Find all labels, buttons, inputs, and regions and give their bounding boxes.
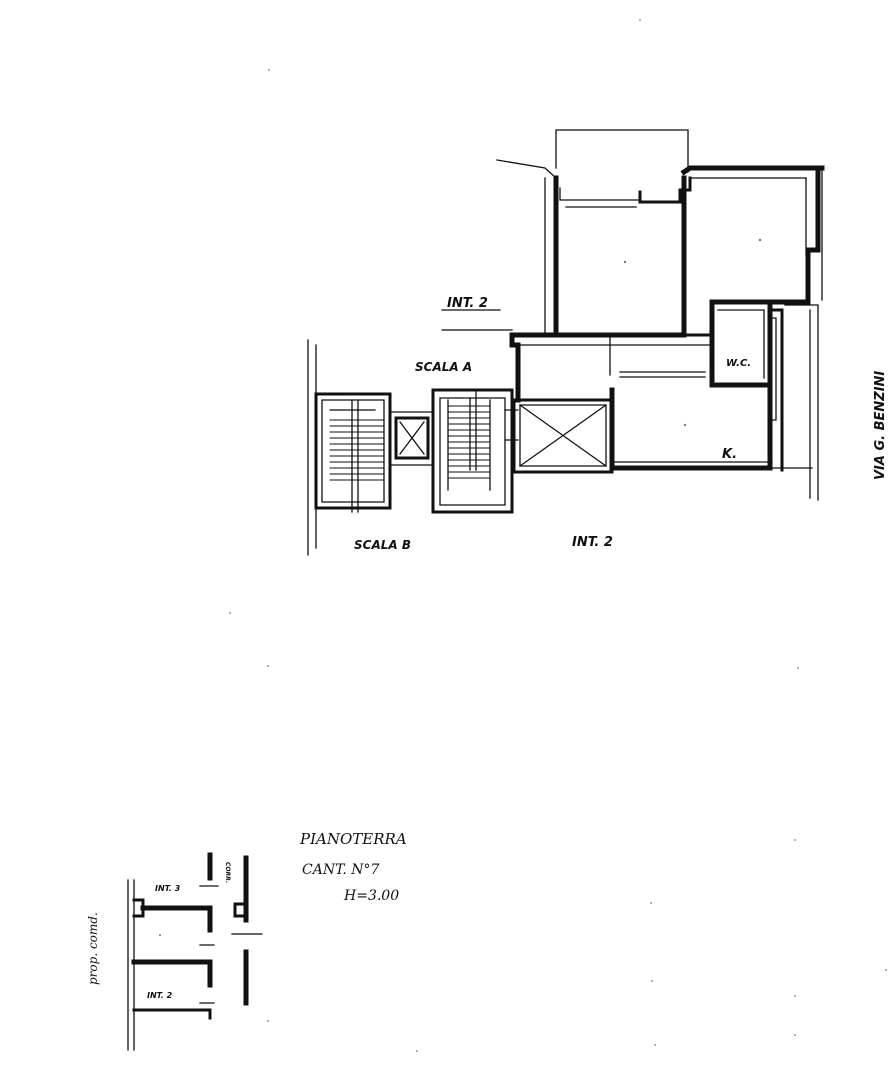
key-corr-label: CORR.	[224, 862, 231, 883]
ceiling-height: H=3.00	[343, 888, 399, 904]
balcony-outline	[555, 129, 689, 173]
key-int3-label: INT. 3	[155, 884, 181, 893]
int2-upper-label: INT. 2	[447, 296, 488, 311]
lift-shaft-a	[512, 398, 614, 474]
key-plan: prop. comd. INT. 3 INT. 2 CORR.	[86, 852, 263, 1051]
scan-specks	[229, 19, 887, 1052]
kitchen-walls	[609, 387, 773, 471]
kitchen-label: K.	[722, 447, 737, 462]
int2-lower-label: INT. 2	[572, 535, 613, 550]
wc-walls	[709, 299, 773, 388]
cantina-number: CANT. N°7	[302, 862, 380, 878]
title-block: PIANOTERRA CANT. N°7 H=3.00	[299, 830, 407, 904]
floor-name: PIANOTERRA	[299, 830, 407, 848]
key-int2-label: INT. 2	[147, 991, 173, 1000]
scala-a-label: SCALA A	[415, 360, 472, 374]
prop-comd-label: prop. comd.	[86, 912, 100, 985]
street-name: VIA G. BENZINI	[873, 371, 888, 480]
lift-shaft-b	[389, 411, 434, 466]
wc-label: W.C.	[726, 358, 751, 369]
upper-right-room-walls	[680, 165, 825, 176]
stair-b	[307, 339, 392, 556]
main-floor-plan: INT. 2 W.C. K.	[307, 129, 888, 556]
scala-b-label: SCALA B	[354, 538, 411, 552]
upper-left-room-walls	[509, 175, 559, 338]
stair-a	[431, 388, 519, 514]
